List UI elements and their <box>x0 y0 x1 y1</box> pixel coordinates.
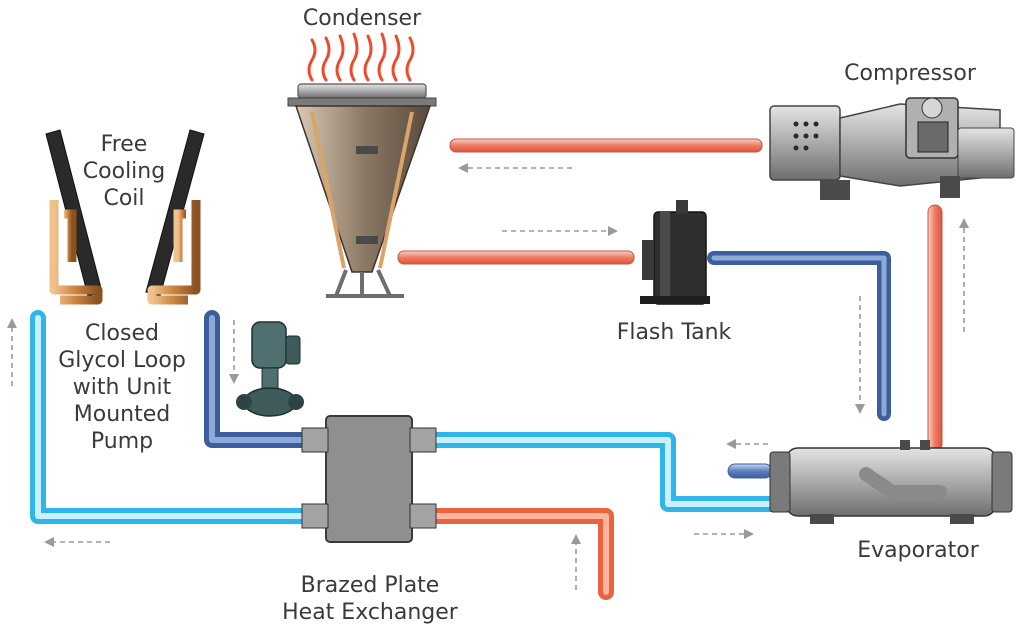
flame-icon <box>307 32 415 82</box>
flash-tank-label: Flash Tank <box>617 320 732 345</box>
compressor-label: Compressor <box>844 61 977 86</box>
evaporator-outlet-stub <box>727 463 773 479</box>
pipes <box>30 138 943 600</box>
glycol-label-3: with Unit <box>73 375 172 400</box>
compressor-icon <box>769 97 1015 200</box>
flash-tank-icon <box>640 200 710 305</box>
compressor: Compressor <box>769 61 1015 200</box>
glycol-loop-label-group: Closed Glycol Loop with Unit Mounted Pum… <box>58 321 186 454</box>
coil-label-2: Cooling <box>83 159 165 184</box>
hot-discharge-pipe <box>449 138 763 153</box>
glycol-label-4: Mounted <box>74 402 170 427</box>
evaporator-icon <box>769 440 1013 524</box>
heat-exchanger-icon <box>301 415 437 543</box>
free-cooling-coil: Free Cooling Coil <box>45 129 205 305</box>
coil-icon <box>45 129 205 305</box>
hx-label-1: Brazed Plate <box>301 573 440 598</box>
condenser: Condenser <box>287 6 437 298</box>
coil-label-1: Free <box>101 132 148 157</box>
glycol-label-2: Glycol Loop <box>58 348 186 373</box>
evaporator-label: Evaporator <box>857 538 979 563</box>
pump-icon <box>236 321 304 417</box>
flow-arrows <box>7 163 969 590</box>
glycol-label-5: Pump <box>91 429 153 454</box>
condenser-icon <box>287 83 437 298</box>
brazed-plate-heat-exchanger: Brazed Plate Heat Exchanger <box>282 415 459 625</box>
evaporator: Evaporator <box>769 440 1013 563</box>
chilled-water-pipe <box>387 432 778 512</box>
cold-liquid-pipe <box>707 251 891 421</box>
condenser-label: Condenser <box>303 6 422 31</box>
flash-tank: Flash Tank <box>617 200 732 345</box>
pump <box>236 321 304 417</box>
hot-liquid-pipe <box>397 250 635 265</box>
glycol-label-1: Closed <box>85 321 159 346</box>
suction-pipe <box>927 204 943 452</box>
coil-label-3: Coil <box>103 186 144 211</box>
hx-label-2: Heat Exchanger <box>282 600 459 625</box>
